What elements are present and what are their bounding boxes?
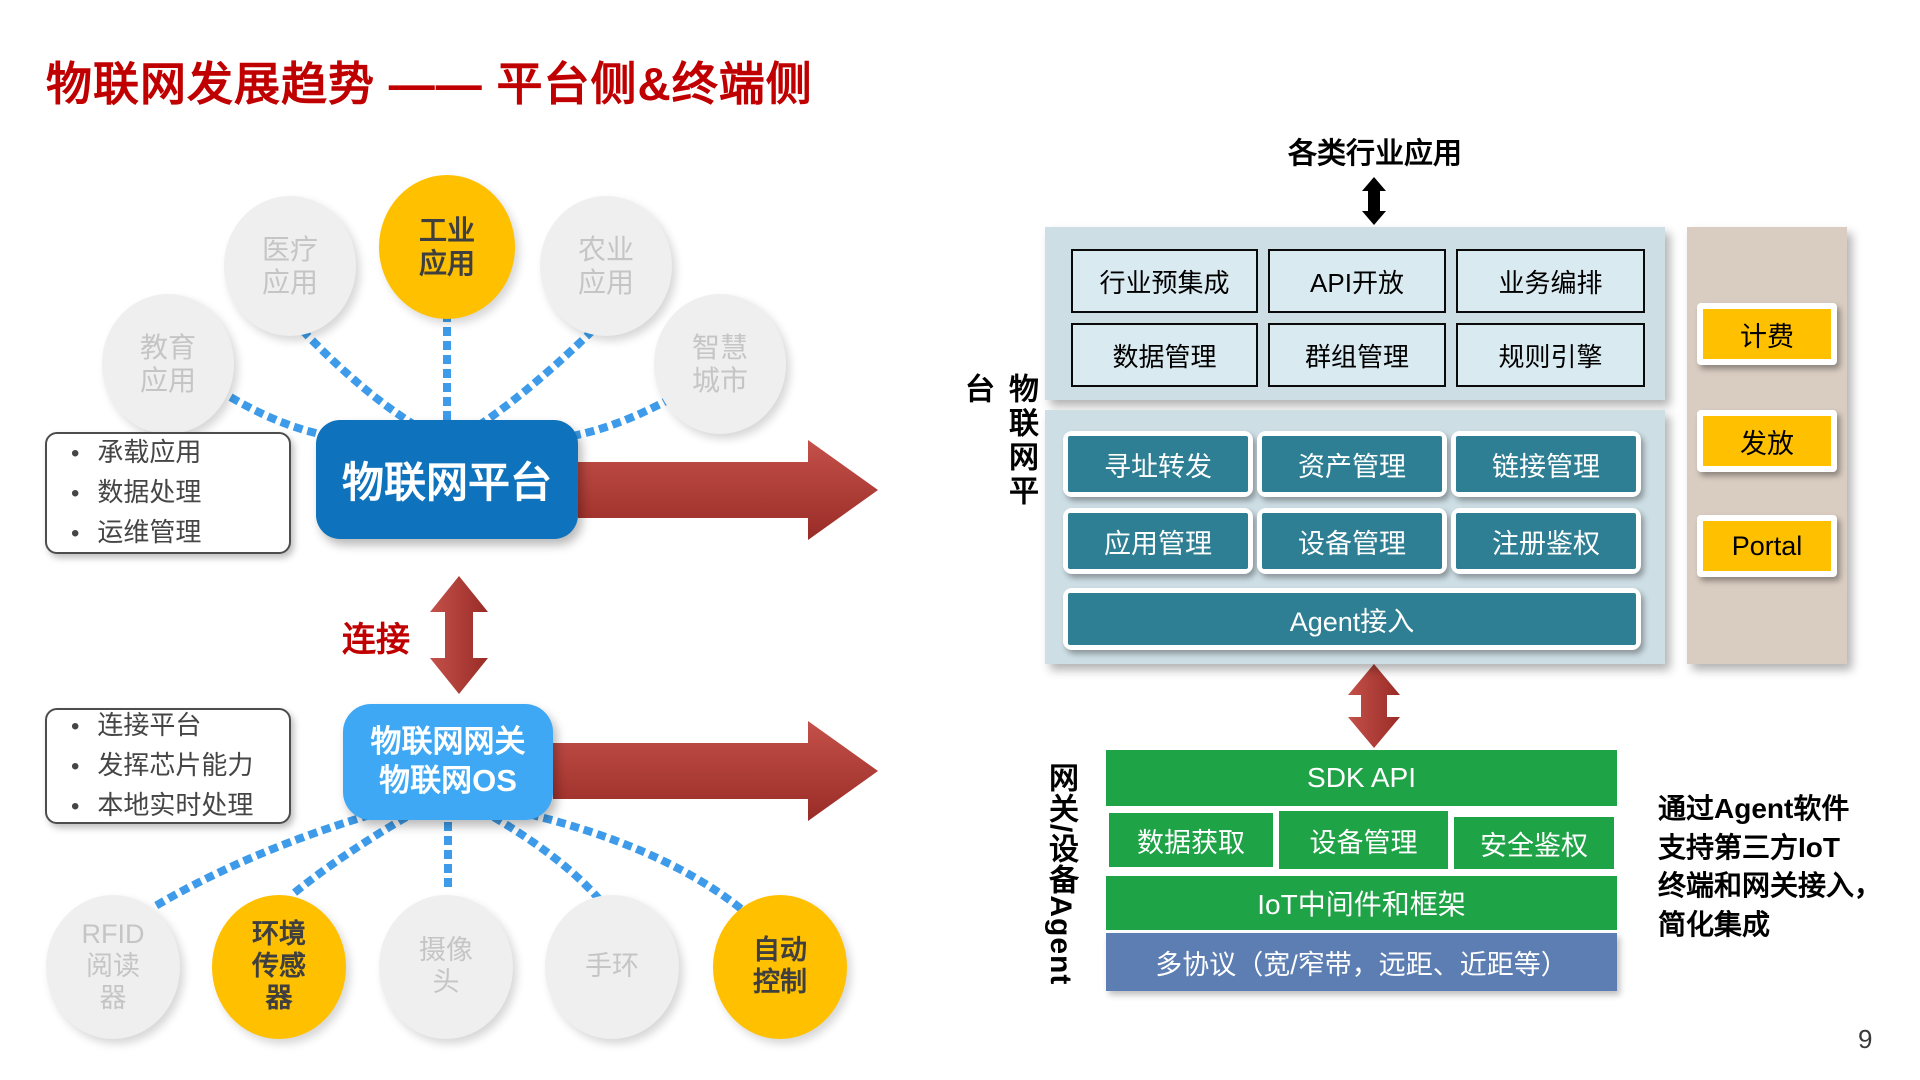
ops-box-billing: 计费	[1697, 303, 1837, 365]
connect-label: 连接	[342, 621, 410, 659]
iot-gateway-label: 物联网网关 物联网OS	[370, 724, 526, 798]
device-circle-label: 手环	[585, 951, 639, 982]
device-circle-label: RFID 阅读 器	[81, 919, 145, 1013]
core-module: 注册鉴权	[1456, 513, 1636, 569]
ops-box-portal: Portal	[1697, 515, 1837, 577]
gateway-right-arrow	[553, 721, 878, 821]
device-module: 设备管理	[1276, 808, 1451, 872]
app-circle-medical: 医疗 应用	[224, 196, 356, 336]
note-item: 承载应用	[61, 433, 279, 473]
page-title: 物联网发展趋势 —— 平台侧&终端侧	[46, 58, 813, 110]
module-box: API开放	[1268, 249, 1446, 313]
device-circle-rfid: RFID 阅读 器	[46, 895, 180, 1039]
module-box: 数据管理	[1071, 323, 1258, 387]
device-circle-label: 摄像 头	[419, 935, 473, 997]
app-circle-agriculture: 农业 应用	[540, 196, 672, 336]
module-box: 群组管理	[1268, 323, 1446, 387]
app-circle-smartcity: 智慧 城市	[654, 294, 786, 434]
device-circle-autocontrol: 自动 控制	[713, 895, 847, 1039]
platform-right-arrow	[578, 440, 878, 540]
platform-core-panel: 寻址转发 资产管理 链接管理 应用管理 设备管理 注册鉴权 Agent接入	[1045, 410, 1665, 664]
platform-upper-panel: 行业预集成 API开放 业务编排 数据管理 群组管理 规则引擎	[1045, 227, 1665, 400]
agent-bar: Agent接入	[1068, 593, 1636, 645]
note-item: 连接平台	[61, 706, 279, 746]
module-box: 业务编排	[1456, 249, 1645, 313]
app-circle-label: 教育 应用	[139, 331, 196, 396]
app-circle-label: 工业 应用	[418, 214, 475, 279]
agent-double-arrow	[1348, 664, 1400, 748]
sdk-api-bar: SDK API	[1106, 750, 1617, 806]
device-circle-camera: 摄像 头	[379, 895, 513, 1039]
ops-panel: 计费 发放 Portal	[1687, 227, 1847, 664]
app-circle-education: 教育 应用	[102, 294, 234, 434]
iot-platform-label: 物联网平台	[341, 459, 552, 506]
core-module: 链接管理	[1456, 436, 1636, 492]
device-circle-env-sensor: 环境 传感 器	[212, 895, 346, 1039]
app-circle-label: 智慧 城市	[691, 331, 748, 396]
industry-apps-double-arrow	[1362, 177, 1386, 225]
note-item: 发挥芯片能力	[61, 746, 279, 786]
core-module-frame: 寻址转发	[1063, 431, 1253, 497]
core-module-frame: 注册鉴权	[1451, 508, 1641, 574]
core-module-frame: 资产管理	[1257, 431, 1447, 497]
protocol-bar: 多协议（宽/窄带，远距、近距等）	[1106, 933, 1617, 991]
agent-note: 通过Agent软件 支持第三方IoT 终端和网关接入， 简化集成	[1658, 793, 1883, 940]
device-module: 数据获取	[1106, 810, 1276, 870]
core-module: 资产管理	[1262, 436, 1442, 492]
iot-gateway-box: 物联网网关 物联网OS	[343, 704, 553, 820]
app-circle-label: 农业 应用	[577, 233, 634, 298]
device-side-label: 网关/设备Agent	[1044, 762, 1077, 986]
module-box: 行业预集成	[1071, 249, 1258, 313]
agent-bar-frame: Agent接入	[1063, 588, 1641, 650]
device-circle-wristband: 手环	[545, 895, 679, 1039]
core-module: 寻址转发	[1068, 436, 1248, 492]
connect-double-arrow	[430, 576, 488, 694]
app-circle-industry: 工业 应用	[379, 175, 515, 319]
note-item: 数据处理	[61, 473, 279, 513]
device-module: 安全鉴权	[1451, 814, 1617, 872]
core-module-frame: 链接管理	[1451, 431, 1641, 497]
middleware-bar: IoT中间件和框架	[1106, 876, 1617, 930]
page-number: 9	[1858, 1024, 1873, 1054]
note-item: 运维管理	[61, 513, 279, 553]
core-module: 应用管理	[1068, 513, 1248, 569]
platform-side-label: 物联网平台	[960, 373, 1037, 509]
core-module-frame: 应用管理	[1063, 508, 1253, 574]
device-stack: SDK API 数据获取 设备管理 安全鉴权 IoT中间件和框架 多协议（宽/窄…	[1106, 750, 1617, 995]
industry-apps-label: 各类行业应用	[1287, 138, 1462, 170]
core-module: 设备管理	[1262, 513, 1442, 569]
platform-notes-box: 承载应用 数据处理 运维管理	[45, 432, 291, 554]
app-circle-label: 医疗 应用	[261, 233, 318, 298]
dotted-links-bottom	[146, 806, 746, 914]
device-circle-label: 自动 控制	[753, 935, 807, 997]
module-box: 规则引擎	[1456, 323, 1645, 387]
ops-box-provisioning: 发放	[1697, 410, 1837, 472]
gateway-notes-box: 连接平台 发挥芯片能力 本地实时处理	[45, 708, 291, 824]
device-circle-label: 环境 传感 器	[252, 919, 306, 1013]
iot-platform-box: 物联网平台	[316, 420, 578, 539]
device-middle-row: 数据获取 设备管理 安全鉴权	[1106, 808, 1617, 872]
core-module-frame: 设备管理	[1257, 508, 1447, 574]
note-item: 本地实时处理	[61, 786, 279, 826]
